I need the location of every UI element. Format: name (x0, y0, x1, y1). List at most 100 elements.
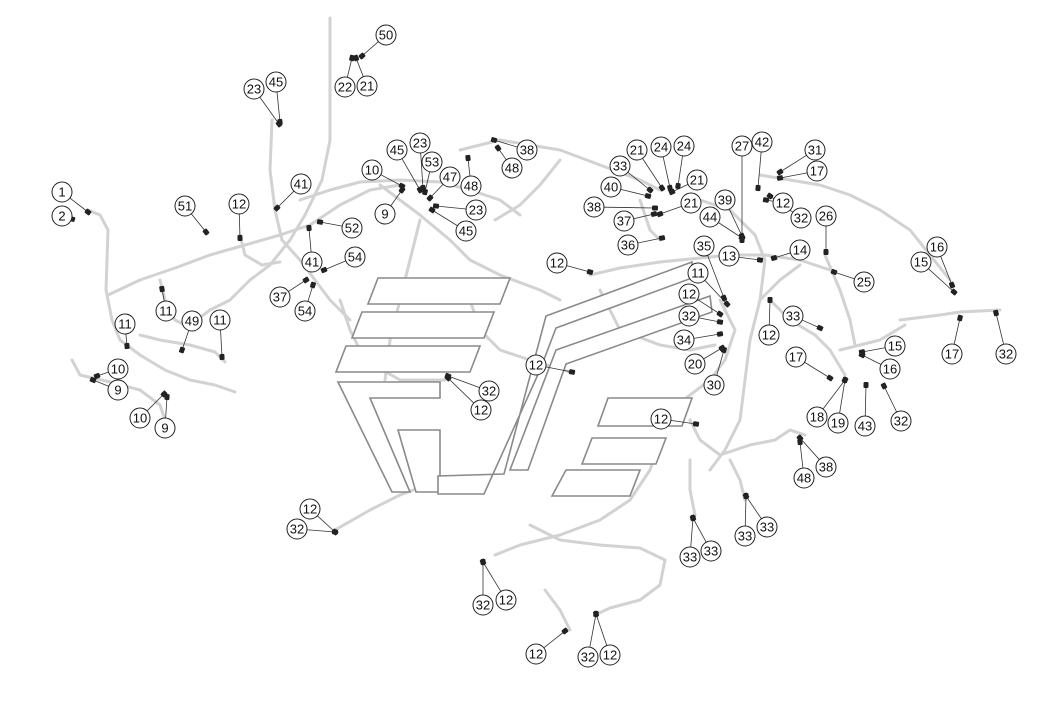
callout-number: 12 (654, 412, 668, 427)
callout-number: 12 (232, 197, 246, 212)
callout-26: 26 (815, 205, 837, 227)
callout-circle (599, 644, 621, 666)
callout-circle (718, 245, 740, 267)
callout-number: 30 (707, 378, 721, 393)
connector-38 (651, 205, 659, 211)
callout-leader-39 (728, 208, 743, 237)
callout-27: 27 (731, 135, 753, 157)
connector-50 (358, 52, 366, 60)
callout-number: 23 (413, 136, 427, 151)
callout-leader-17 (953, 317, 961, 345)
callout-number: 44 (703, 210, 717, 225)
callout-leader-12 (447, 377, 475, 404)
callout-circle (299, 498, 321, 520)
callout-circle (699, 206, 721, 228)
callout-leader-36 (637, 237, 663, 244)
connector-12 (586, 269, 594, 275)
callout-circle (600, 176, 622, 198)
callout-circle (228, 193, 250, 215)
connector-45 (277, 118, 283, 126)
callout-circle (703, 374, 725, 396)
callout-number: 12 (550, 256, 564, 271)
callout-12: 12 (525, 354, 547, 376)
callout-19: 19 (827, 412, 849, 434)
connector-11 (124, 342, 130, 350)
callout-circle (884, 335, 906, 357)
callout-circle (772, 192, 794, 214)
callout-leader-33 (744, 495, 747, 527)
callout-number: 23 (469, 203, 483, 218)
callout-leader-32 (589, 613, 597, 648)
callout-number: 25 (857, 275, 871, 290)
callout-number: 27 (735, 139, 749, 154)
callout-circle (789, 239, 811, 261)
connector-12 (762, 197, 770, 203)
callout-circle (626, 139, 648, 161)
callout-33: 33 (734, 525, 756, 547)
callout-11: 11 (687, 262, 709, 284)
callout-leader-22 (346, 57, 353, 78)
callout-12: 12 (470, 399, 492, 421)
callout-15: 15 (910, 251, 932, 273)
callout-21: 21 (686, 169, 708, 191)
callout-number: 33 (738, 529, 752, 544)
connector-16 (948, 281, 956, 289)
callout-number: 15 (888, 339, 902, 354)
connector-33 (742, 492, 750, 500)
callout-number: 54 (298, 304, 312, 319)
callout-leader-45 (276, 91, 281, 123)
callout-circle (806, 160, 828, 182)
callout-circle (361, 159, 383, 181)
callout-leader-35 (707, 255, 725, 299)
callout-33: 33 (756, 516, 778, 538)
callout-leader-21 (642, 158, 663, 189)
callout-circle (854, 415, 876, 437)
callout-number: 34 (677, 333, 691, 348)
callout-number: 31 (808, 143, 822, 158)
callout-21: 21 (680, 192, 702, 214)
callout-number: 26 (819, 209, 833, 224)
callout-leader-23 (420, 152, 424, 189)
connector-32 (880, 382, 888, 390)
callout-circle (209, 309, 231, 331)
callout-number: 12 (529, 358, 543, 373)
callout-leader-33 (801, 319, 821, 329)
callout-leader-53 (424, 171, 431, 193)
callout-22: 22 (334, 76, 356, 98)
callout-51: 51 (174, 195, 196, 217)
callout-circle (679, 546, 701, 568)
connector-48 (465, 154, 471, 162)
callout-number: 38 (587, 200, 601, 215)
callout-33: 33 (700, 540, 722, 562)
callout-circle (129, 407, 151, 429)
callout-leader-1 (69, 197, 89, 213)
callout-leader-20 (703, 347, 723, 360)
callout-45: 45 (265, 71, 287, 93)
callout-number: 32 (794, 211, 808, 226)
callout-leader-32 (883, 385, 897, 413)
connector-32 (716, 319, 724, 325)
callout-circle (439, 166, 461, 188)
callout-leader-15 (928, 268, 955, 293)
callout-circle (751, 131, 773, 153)
callout-38: 38 (815, 456, 837, 478)
callout-47: 47 (439, 166, 461, 188)
callout-12: 12 (758, 324, 780, 346)
connector-37 (650, 211, 658, 217)
callout-9: 9 (154, 417, 176, 439)
callout-number: 48 (505, 161, 519, 176)
callout-circle (470, 399, 492, 421)
callout-leader-54 (323, 260, 346, 271)
callout-circle (700, 540, 722, 562)
connector-23 (432, 203, 440, 209)
callout-number: 1 (58, 185, 65, 200)
connector-53 (422, 188, 428, 196)
callout-17: 17 (806, 160, 828, 182)
callout-10: 10 (107, 358, 129, 380)
callout-number: 10 (133, 411, 147, 426)
callout-circle (673, 135, 695, 157)
connector-21 (658, 184, 666, 192)
callout-number: 10 (111, 362, 125, 377)
callout-number: 23 (247, 82, 261, 97)
callout-32: 32 (286, 518, 308, 540)
